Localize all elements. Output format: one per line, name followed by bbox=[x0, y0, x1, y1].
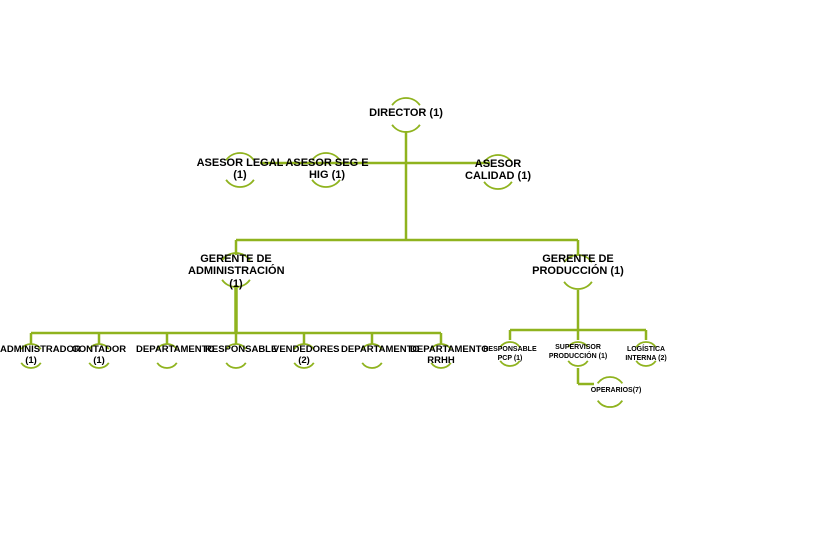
admin-child-1-arc-top bbox=[20, 343, 42, 350]
admin-child-3-arc-top bbox=[156, 343, 178, 350]
admin-child-3: DEPARTAMENTO bbox=[136, 344, 215, 355]
asesor-legal-arc-bottom bbox=[225, 179, 255, 188]
director-node: DIRECTOR (1) bbox=[369, 107, 443, 119]
operarios-arc-top bbox=[596, 376, 624, 384]
admin-child-5-arc-bottom bbox=[293, 362, 315, 369]
asesor-legal-arc-top bbox=[225, 152, 255, 161]
prod-child-3-arc-top bbox=[635, 341, 657, 348]
connector-lines bbox=[29, 131, 648, 386]
operarios-arc-bottom bbox=[596, 400, 624, 408]
admin-child-6: DEPARTAMENTO bbox=[341, 344, 420, 355]
gerente-prod-arc-bottom bbox=[563, 281, 593, 290]
admin-child-7-arc-top bbox=[430, 343, 452, 350]
admin-child-2-arc-bottom bbox=[88, 362, 110, 369]
asesor-legal-node: ASESOR LEGAL (1) bbox=[196, 157, 284, 182]
gerente-produccion-node: GERENTE DE PRODUCCIÓN (1) bbox=[532, 253, 624, 278]
asesor-seg-node: ASESOR SEG E HIG (1) bbox=[285, 157, 369, 182]
admin-child-4-arc-bottom bbox=[225, 362, 247, 369]
admin-child-2: CONTADOR (1) bbox=[71, 344, 127, 366]
asesor-calidad-arc-bottom bbox=[483, 181, 513, 190]
prod-child-3-arc-bottom bbox=[635, 360, 657, 367]
gerente-admin-arc-top bbox=[221, 252, 251, 261]
admin-child-5: VENDEDORES (2) bbox=[273, 344, 340, 366]
prod-child-2-arc-bottom bbox=[567, 360, 589, 367]
admin-child-6-arc-top bbox=[361, 343, 383, 350]
asesor-calidad-node: ASESOR CALIDAD (1) bbox=[465, 158, 531, 183]
prod-child-2-arc-top bbox=[567, 341, 589, 348]
admin-child-5-arc-top bbox=[293, 343, 315, 350]
prod-child-pcp: RESPONSABLE PCP (1) bbox=[483, 346, 537, 362]
prod-child-1-arc-top bbox=[499, 341, 521, 348]
prod-child-logistica: LOGÍSTICA INTERNA (2) bbox=[625, 346, 667, 362]
node-arcs bbox=[20, 97, 657, 408]
director-arc-bottom bbox=[391, 124, 421, 133]
asesor-seg-arc-bottom bbox=[311, 179, 341, 188]
gerente-admin-arc-bottom bbox=[221, 279, 251, 288]
admin-child-3-arc-bottom bbox=[156, 362, 178, 369]
admin-child-4-arc-top bbox=[225, 343, 247, 350]
gerente-prod-arc-top bbox=[563, 254, 593, 263]
gerente-administracion-node: GERENTE DE ADMINISTRACIÓN (1) bbox=[188, 253, 285, 290]
admin-child-1: ADMINISTRADOR (1) bbox=[0, 344, 81, 366]
asesor-seg-arc-top bbox=[311, 152, 341, 161]
admin-child-4: RESPONSABLE bbox=[205, 344, 278, 355]
asesor-calidad-arc-top bbox=[483, 154, 513, 163]
admin-child-1-arc-bottom bbox=[20, 362, 42, 369]
operarios-node: OPERARIOS(7) bbox=[590, 387, 642, 394]
prod-child-1-arc-bottom bbox=[499, 360, 521, 367]
director-arc-top bbox=[391, 97, 421, 106]
admin-child-2-arc-top bbox=[88, 343, 110, 350]
prod-child-supervisor: SUPERVISOR PRODUCCIÓN (1) bbox=[548, 344, 608, 360]
admin-child-7-arc-bottom bbox=[430, 362, 452, 369]
admin-child-6-arc-bottom bbox=[361, 362, 383, 369]
admin-child-7: DEPARTAMENTO RRHH bbox=[410, 344, 489, 366]
